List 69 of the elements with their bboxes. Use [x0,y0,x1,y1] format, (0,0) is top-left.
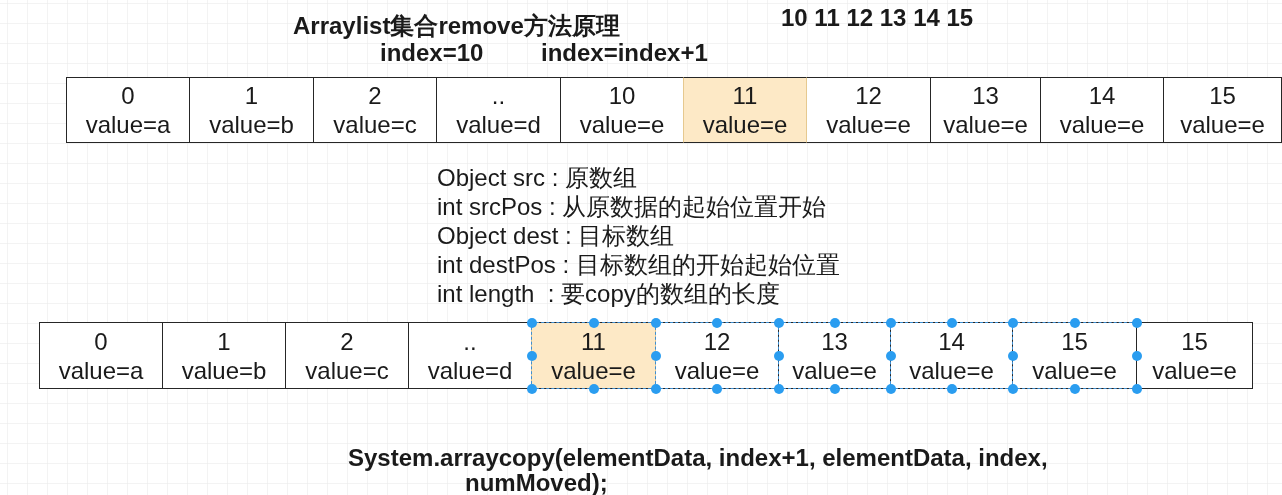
array-cell [778,322,891,389]
parameter-text: Object src : 原数组 [437,163,638,192]
array-cell [66,77,190,143]
value-text: value=e [792,355,877,385]
array-cell [39,322,163,389]
index-number: 1 [244,81,259,110]
array-cell [560,77,684,143]
value-text: value=e [943,110,1028,139]
index-number: .. [463,326,477,356]
value-text: value=e [551,355,636,385]
array-cell [930,77,1041,143]
array-cell [162,322,286,389]
index-number: 11 [581,326,606,356]
value-text: value=e [909,355,994,385]
array-cell [1012,322,1137,389]
value-text: value=b [181,355,267,385]
parameter-text: Object dest : 目标数组 [437,221,675,250]
index-number: 0 [121,81,135,110]
array-cell [285,322,409,389]
array-cell [313,77,437,143]
formula-text: index=index+1 [541,40,708,66]
parameter-text: int srcPos : 从原数据的起始位置开始 [437,192,827,221]
parameter-text: int destPos : 目标数组的开始起始位置 [437,250,840,279]
array-cell [1040,77,1164,143]
highlighted-cell [531,322,656,389]
value-text: value=c [305,355,389,385]
value-text: value=d [427,355,513,385]
value-text: value=e [1032,355,1117,385]
value-text: value=e [1152,355,1237,385]
array-cell [189,77,314,143]
index-number: 13 [821,326,848,356]
index-number: 0 [94,326,108,356]
value-text: value=a [85,110,171,139]
value-text: value=e [826,110,911,139]
value-text: value=d [456,110,541,139]
parameter-text: int length : 要copy的数组的长度 [437,279,780,308]
value-text: value=e [1059,110,1145,139]
index-number: 12 [703,326,731,356]
array-cell [436,77,561,143]
array-cell [408,322,532,389]
array-cell [1163,77,1282,143]
value-text: value=e [702,110,788,139]
index-number: 1 [217,326,231,356]
index-sequence: 10 11 12 13 14 15 [781,5,974,31]
index-number: 12 [855,81,882,110]
value-text: value=c [333,110,417,139]
value-text: value=e [1180,110,1265,139]
highlighted-cell [683,77,807,143]
index-number: .. [491,81,506,110]
array-cell [1136,322,1253,389]
array-cell [655,322,779,389]
index-number: 2 [368,81,382,110]
value-text: value=e [579,110,665,139]
index-number: 15 [1209,81,1236,110]
formula-text: index=10 [380,40,484,66]
index-number: 14 [938,326,965,356]
index-number: 15 [1061,326,1088,356]
index-number: 11 [732,81,758,110]
index-number: 13 [972,81,999,110]
index-number: 2 [340,326,354,356]
array-cell [806,77,931,143]
value-text: value=b [209,110,294,139]
value-text: value=e [674,355,760,385]
value-text: value=a [58,355,144,385]
array-cell [890,322,1013,389]
index-number: 15 [1181,326,1208,356]
diagram-title: Arraylist集合remove方法原理 [293,13,620,39]
index-number: 10 [608,81,636,110]
index-number: 14 [1088,81,1116,110]
